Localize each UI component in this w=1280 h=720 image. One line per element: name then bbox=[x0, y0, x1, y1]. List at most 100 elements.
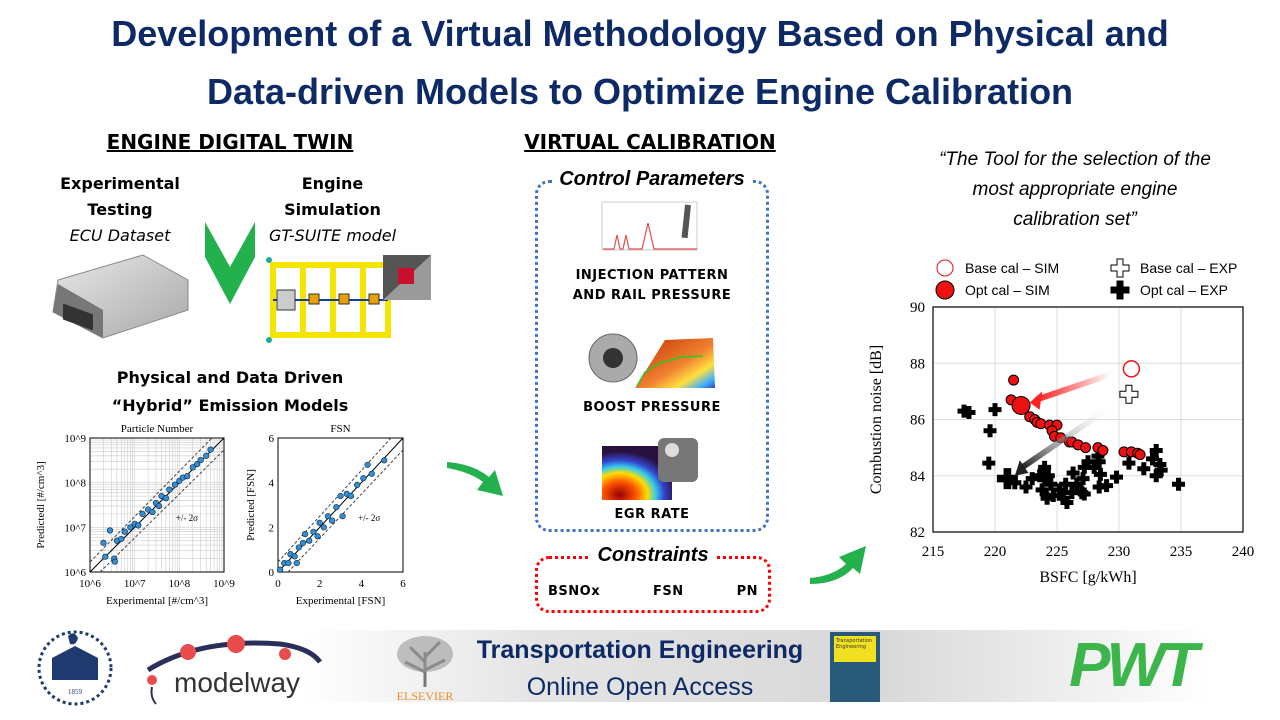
exp-opt-point bbox=[1052, 483, 1066, 497]
exp-opt-point bbox=[1076, 472, 1090, 486]
data-point bbox=[111, 558, 118, 565]
egr-rate-image bbox=[602, 438, 698, 500]
ecu-image bbox=[52, 254, 189, 339]
data-point bbox=[339, 513, 346, 520]
pwt-logo: PWT bbox=[1069, 631, 1199, 700]
legend-marker-base-sim bbox=[936, 259, 954, 277]
green-down-arrow-icon bbox=[205, 222, 255, 304]
sim-sub: GT-SUITE model bbox=[268, 226, 397, 245]
data-point bbox=[184, 473, 191, 480]
tool-quote: “The Tool for the selection of the most … bbox=[885, 145, 1265, 235]
journal-name: Transportation Engineering bbox=[476, 636, 804, 664]
data-point bbox=[364, 461, 371, 468]
data-point bbox=[337, 492, 344, 500]
constraint-fsn: FSN bbox=[653, 584, 684, 599]
exp-opt-point bbox=[1019, 480, 1033, 494]
page-title: Development of a Virtual Methodology Bas… bbox=[0, 5, 1280, 121]
exp-opt-point bbox=[962, 405, 976, 419]
exp-opt-point bbox=[1033, 469, 1047, 483]
x-tick-label: 10^6 bbox=[79, 578, 101, 590]
sim-title-2: Simulation bbox=[284, 200, 381, 219]
exp-opt-point bbox=[1100, 479, 1114, 493]
virtual-calibration-heading: VIRTUAL CALIBRATION bbox=[524, 130, 776, 154]
data-point bbox=[368, 470, 375, 477]
boost-pressure-label: BOOST PRESSURE bbox=[583, 400, 721, 415]
modelway-logo: modelway bbox=[146, 635, 323, 705]
y-tick-label: 0 bbox=[269, 567, 275, 579]
title-line-1: Development of a Virtual Methodology Bas… bbox=[111, 13, 1169, 54]
x-tick-label: 215 bbox=[922, 544, 945, 560]
data-point bbox=[149, 508, 156, 516]
egr-rate-label: EGR RATE bbox=[614, 507, 690, 522]
legend-marker-opt-exp bbox=[1110, 280, 1130, 300]
constraint-bsnox: BSNOx bbox=[548, 584, 601, 599]
sigma-annotation: +/- 2σ bbox=[176, 513, 198, 523]
data-point bbox=[118, 535, 125, 543]
x-tick-label: 10^8 bbox=[168, 578, 190, 590]
journal-cover-image: Transportation Engineering bbox=[830, 632, 880, 702]
title-line-2: Data-driven Models to Optimize Engine Ca… bbox=[206, 71, 1074, 112]
y-tick-label: 90 bbox=[910, 300, 925, 316]
data-point bbox=[291, 553, 298, 560]
engine-simulation-label: Engine Simulation GT-SUITE model bbox=[245, 171, 420, 249]
x-tick-label: 220 bbox=[984, 544, 1007, 560]
quote-line-3: calibration set” bbox=[1013, 209, 1137, 230]
data-point bbox=[102, 553, 109, 560]
data-point bbox=[299, 539, 307, 547]
exp-opt-point bbox=[1092, 455, 1106, 469]
open-access-label: Online Open Access bbox=[526, 673, 754, 701]
green-arrow-right-icon bbox=[447, 462, 503, 496]
plot-frame bbox=[89, 437, 225, 573]
university-seal-logo: 1859 bbox=[37, 630, 113, 706]
exp-opt-point bbox=[1149, 443, 1163, 457]
exp-title-2: Testing bbox=[87, 200, 153, 219]
injection-pattern-label: INJECTION PATTERN AND RAIL PRESSURE bbox=[552, 266, 752, 306]
param-label-1: INJECTION PATTERN bbox=[575, 268, 729, 283]
sim-opt-selected-point bbox=[1011, 395, 1031, 415]
exp-opt-point bbox=[1060, 495, 1074, 509]
red-arrow-head bbox=[1029, 391, 1043, 410]
chart-title: FSN bbox=[330, 423, 350, 435]
modelway-text: modelway bbox=[174, 667, 300, 698]
models-line-1: Physical and Data Driven bbox=[116, 368, 344, 387]
boost-pressure-image bbox=[588, 333, 715, 388]
y-tick-label: 2 bbox=[269, 522, 275, 534]
data-point bbox=[194, 461, 201, 468]
exp-opt-point bbox=[1172, 477, 1186, 491]
exp-opt-point bbox=[1093, 467, 1107, 481]
legend-marker-base-exp bbox=[1110, 258, 1130, 278]
y-axis-label: Predicted [FSN] bbox=[245, 469, 257, 541]
data-point bbox=[203, 452, 210, 459]
data-point bbox=[301, 530, 309, 538]
x-axis-label: BSFC [g/kWh] bbox=[1039, 569, 1136, 586]
sigma-band-lower bbox=[287, 449, 404, 573]
data-point bbox=[381, 457, 388, 464]
exp-opt-point bbox=[1137, 462, 1151, 476]
gt-suite-model-diagram bbox=[266, 255, 431, 343]
journal-block: Transportation Engineering Online Open A… bbox=[455, 632, 825, 706]
exp-sub: ECU Dataset bbox=[69, 226, 171, 245]
y-tick-label: 10^8 bbox=[64, 478, 86, 490]
elsevier-logo: ELSEVIER bbox=[397, 636, 454, 703]
legend-label: Opt cal – EXP bbox=[1140, 282, 1228, 298]
engine-digital-twin-heading: ENGINE DIGITAL TWIN bbox=[106, 130, 354, 154]
x-tick-label: 2 bbox=[317, 578, 323, 590]
footer-band bbox=[300, 630, 1260, 702]
y-tick-label: 6 bbox=[269, 433, 275, 445]
y-tick-label: 84 bbox=[910, 469, 926, 485]
sim-base-point bbox=[1122, 360, 1141, 378]
x-axis-label: Experimental [#/cm^3] bbox=[106, 595, 208, 607]
x-tick-label: 10^7 bbox=[124, 578, 146, 590]
data-point bbox=[121, 528, 128, 535]
exp-opt-point bbox=[983, 424, 997, 438]
data-point bbox=[197, 457, 204, 464]
legend-label: Base cal – EXP bbox=[1140, 260, 1237, 276]
constraints-title-wrap: Constraints bbox=[553, 543, 753, 567]
data-point bbox=[207, 446, 214, 453]
x-tick-label: 240 bbox=[1232, 544, 1255, 560]
exp-opt-point bbox=[1065, 486, 1079, 500]
elsevier-text: ELSEVIER bbox=[397, 689, 454, 703]
data-point bbox=[316, 519, 323, 526]
control-parameters-title-wrap: Control Parameters bbox=[520, 167, 784, 191]
